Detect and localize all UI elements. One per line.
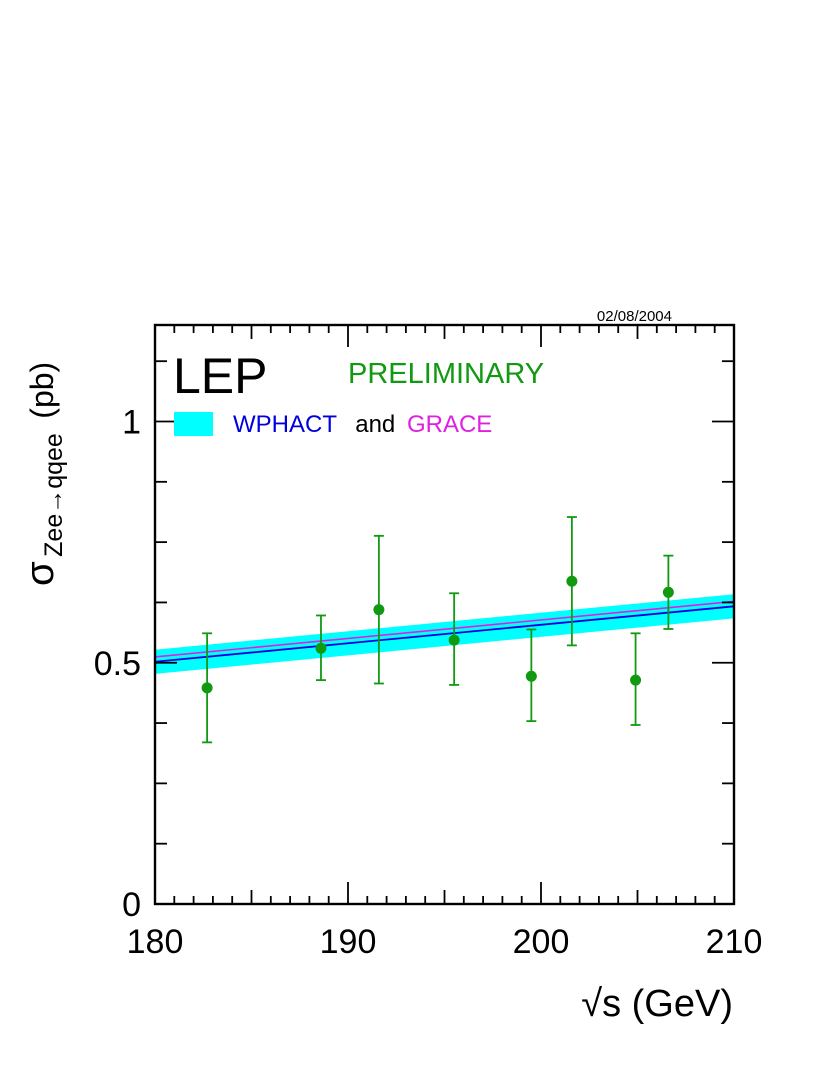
experiment-label: LEP <box>173 348 268 404</box>
x-tick-label: 200 <box>513 923 570 961</box>
legend-wphact-label: WPHACT <box>233 411 337 438</box>
x-tick-label: 190 <box>320 923 377 961</box>
data-point <box>630 674 642 686</box>
data-point <box>201 682 213 694</box>
y-tick-label: 0.5 <box>94 645 141 683</box>
y-axis-title: σ Zee→qqee (pb) <box>18 362 68 586</box>
y-axis-sigma: σ <box>18 561 62 586</box>
data-point <box>373 604 385 616</box>
data-point-group <box>525 628 537 723</box>
x-tick-label: 210 <box>706 923 763 961</box>
data-point <box>525 670 537 682</box>
y-axis-subscript: Zee→qqee <box>40 433 68 557</box>
data-point <box>566 575 578 587</box>
theory-line-layer <box>154 600 735 663</box>
date-label: 02/08/2004 <box>597 308 672 325</box>
data-point-group <box>566 516 578 647</box>
y-axis-unit: (pb) <box>24 362 60 419</box>
data-point-group <box>373 534 385 685</box>
status-label: PRELIMINARY <box>348 358 544 390</box>
data-point-group <box>315 614 327 682</box>
legend-band-swatch <box>174 412 213 436</box>
svg-text:WPHACT and GRACE: WPHACT and GRACE <box>233 411 492 438</box>
data-point-group <box>630 632 642 726</box>
data-point-group <box>201 632 213 744</box>
tick-labels: 180 190 200 210 0 0.5 1 <box>94 404 763 962</box>
x-tick-label: 180 <box>127 923 184 961</box>
legend-grace-label: GRACE <box>407 411 492 438</box>
x-axis-title: √s (GeV) <box>581 983 733 1025</box>
data-point <box>315 642 327 654</box>
data-point-group <box>662 554 674 630</box>
data-point <box>448 634 460 646</box>
data-point-group <box>448 592 460 686</box>
legend: WPHACT and GRACE <box>174 411 492 438</box>
data-points-layer <box>201 516 674 744</box>
grace-line <box>154 600 735 658</box>
data-point <box>662 586 674 598</box>
tick-marks <box>155 325 734 904</box>
y-tick-label: 1 <box>122 404 141 442</box>
legend-and-label: and <box>355 411 395 438</box>
y-tick-label: 0 <box>122 886 141 924</box>
wphact-line <box>154 605 735 663</box>
